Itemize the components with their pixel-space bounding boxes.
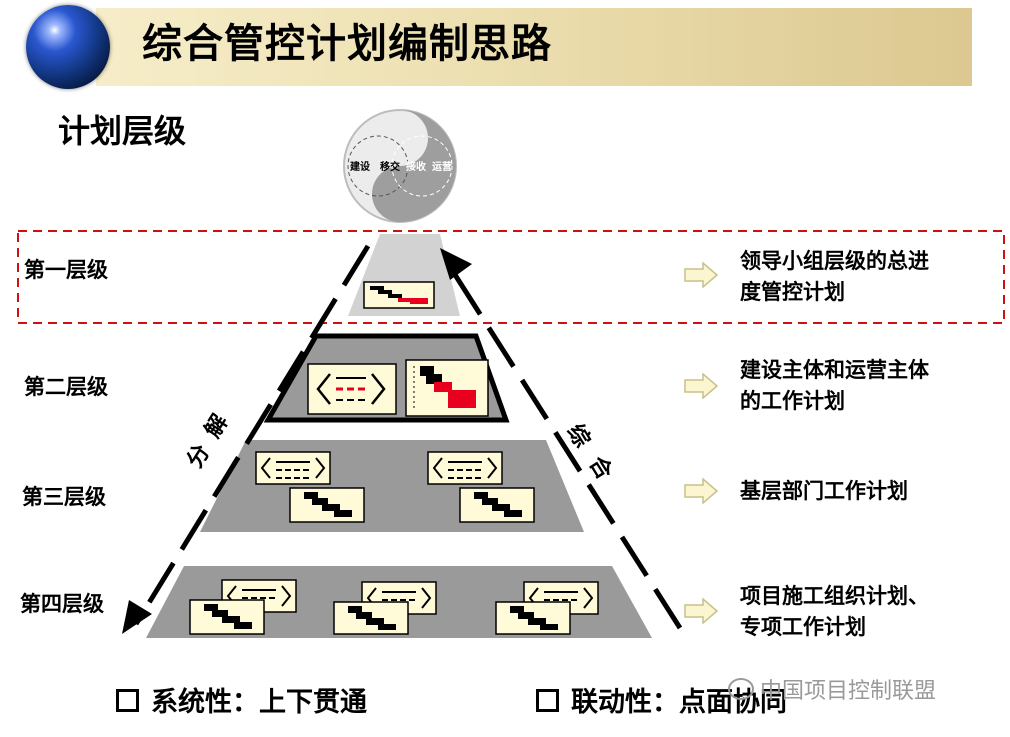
globe-icon (26, 5, 110, 89)
level-3-desc-line-1: 基层部门工作计划 (740, 479, 908, 503)
tier-4-doc-cluster-2 (333, 581, 437, 635)
level-4-arrow-icon (684, 598, 718, 624)
tier-4-doc-cluster-3 (495, 581, 599, 635)
level-1-label: 第一层级 (24, 258, 108, 282)
level-1-desc-line-1: 领导小组层级的总进 (740, 249, 929, 273)
venn-label-build: 建设 (349, 160, 370, 173)
level-3-description: 基层部门工作计划 (740, 476, 908, 507)
level-1-arrow-icon (684, 262, 718, 288)
decompose-label-1: 分 (183, 440, 216, 472)
level-2-description: 建设主体和运营主体 的工作计划 (740, 355, 929, 417)
watermark-text: 中国项目控制联盟 (760, 679, 937, 704)
level-4-desc-line-2: 专项工作计划 (740, 615, 866, 639)
decompose-arrowhead (122, 600, 152, 634)
level-3-label: 第三层级 (22, 485, 106, 509)
footer-item-1-text: 系统性：上下贯通 (151, 687, 367, 718)
watermark: 中国项目控制联盟 (728, 678, 936, 706)
integrate-arrowhead (440, 248, 472, 280)
decompose-arrow (133, 244, 371, 626)
tier-3-doc-cluster-right (427, 451, 535, 523)
level-4-desc-line-1: 项目施工组织计划、 (740, 584, 929, 608)
venn-circle: 建设 移交 接收 运营 (343, 109, 457, 223)
tier-2-gantt-doc (405, 359, 489, 417)
wechat-icon (728, 678, 754, 700)
tier-2-network-doc (307, 363, 397, 415)
level-2-desc-line-1: 建设主体和运营主体 (740, 358, 929, 382)
level-1-desc-line-2: 度管控计划 (740, 280, 845, 304)
integrate-label-2: 合 (584, 452, 618, 485)
banner-strip (96, 8, 972, 86)
integrate-arrow (449, 268, 683, 630)
level-4-description: 项目施工组织计划、 专项工作计划 (740, 581, 929, 643)
page-title: 综合管控计划编制思路 (142, 21, 552, 67)
venn-label-receive: 接收 (406, 160, 426, 173)
section-title: 计划层级 (58, 112, 187, 150)
decompose-label-2: 解 (200, 410, 234, 442)
level-4-label: 第四层级 (20, 592, 104, 616)
checkbox-icon (536, 689, 559, 712)
footer-item-systematic: 系统性：上下贯通 (116, 684, 367, 722)
tier-1-gantt-doc (363, 281, 435, 309)
level-1-description: 领导小组层级的总进 度管控计划 (740, 246, 929, 308)
level-2-desc-line-2: 的工作计划 (740, 389, 845, 413)
level-2-arrow-icon (684, 373, 718, 399)
level-2-label: 第二层级 (24, 375, 108, 399)
venn-label-handover: 移交 (380, 160, 400, 173)
header-banner: 综合管控计划编制思路 (0, 0, 1010, 92)
checkbox-icon (116, 689, 139, 712)
venn-label-operate: 运营 (432, 160, 452, 173)
level-3-arrow-icon (684, 478, 718, 504)
tier-3-doc-cluster-left (255, 451, 365, 523)
tier-4-doc-cluster-1 (189, 579, 297, 635)
